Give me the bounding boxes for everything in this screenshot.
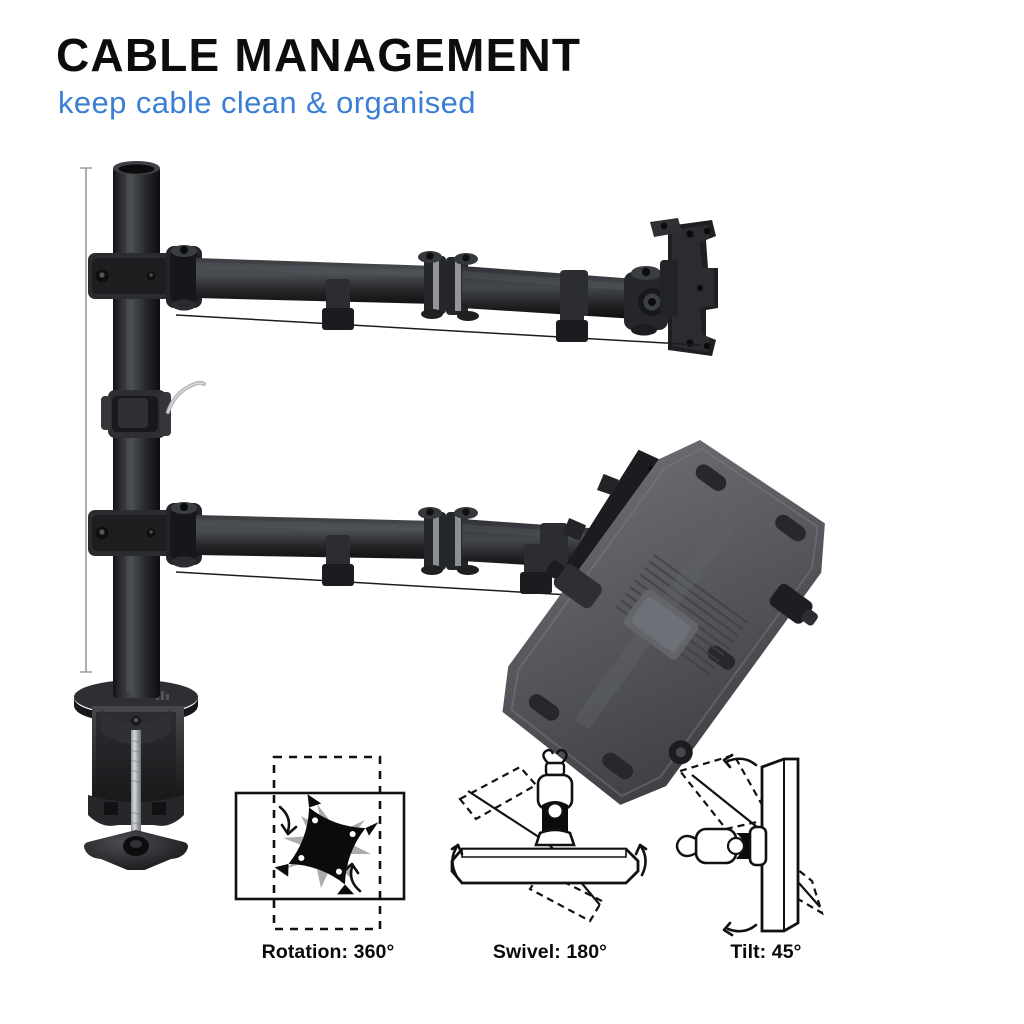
lower-arm-hinge-a	[166, 502, 202, 568]
tray-corner-knob	[668, 740, 693, 765]
cable-management-clip-lower-2	[520, 544, 552, 594]
feature-rotation: Rotation: 360°	[228, 745, 428, 990]
tilt-mount-arm	[675, 825, 768, 867]
feature-swivel-label: Swivel: 180°	[492, 941, 608, 963]
tray-adjust-knob-lower	[546, 560, 602, 609]
rotation-arrow-bottom-right	[342, 862, 362, 893]
swivel-ghost-upper-left	[458, 765, 538, 821]
tray-adjust-knob-upper	[769, 583, 818, 626]
clamp-knob	[84, 830, 188, 870]
feature-row: Rotation: 360°	[228, 745, 868, 990]
rotation-arrow-top-left	[278, 805, 298, 836]
page-subtitle: keep cable clean & organised	[58, 84, 476, 120]
feature-rotation-label: Rotation: 360°	[261, 941, 395, 963]
tilt-arrow-top	[722, 753, 758, 769]
vesa-head-plate	[650, 218, 718, 356]
feature-swivel: Swivel: 180°	[450, 745, 650, 990]
cable-clip-ring	[101, 390, 171, 438]
page-title: CABLE MANAGEMENT	[56, 29, 582, 81]
tilt-arrow-bottom	[722, 921, 758, 937]
portrait-frame-dashed	[272, 755, 382, 931]
cable-line-upper	[175, 314, 701, 346]
cable-management-clip-upper-2	[556, 292, 588, 342]
swivel-arrow-left	[450, 843, 464, 877]
swivel-monitor-slab	[450, 847, 640, 885]
upper-arm-end-joint	[624, 266, 668, 336]
feature-tilt: Tilt: 45°	[666, 745, 866, 990]
vesa-star-black	[274, 794, 379, 895]
header-block: CABLE MANAGEMENT keep cable clean & orga…	[56, 32, 956, 119]
tilt-ghost-upper	[678, 753, 772, 831]
rotation-360-icon	[228, 745, 428, 940]
desk-c-clamp	[74, 680, 198, 870]
tilt-monitor-slab	[760, 757, 800, 933]
upper-arm	[88, 218, 718, 356]
swivel-ghost-lower-right	[528, 869, 604, 923]
height-reference-line	[80, 167, 92, 673]
upper-pole-bracket	[88, 253, 184, 299]
upper-arm-hinge-a	[166, 245, 202, 311]
monitor-tray	[502, 440, 825, 805]
swivel-mount-head	[534, 748, 576, 847]
tilt-45-icon	[666, 745, 866, 940]
product-illustration	[0, 140, 1024, 870]
cable-management-clip-upper-1	[322, 279, 354, 330]
cable-management-clip-lower-1	[322, 535, 354, 586]
tray-rubber-pads	[528, 464, 806, 780]
clamp-thumb-screw	[131, 730, 141, 840]
cable-hook	[166, 380, 206, 414]
swivel-arrow-right	[634, 843, 648, 877]
lower-pole-bracket	[88, 510, 184, 556]
swivel-180-icon	[450, 745, 650, 940]
feature-tilt-label: Tilt: 45°	[730, 941, 802, 963]
